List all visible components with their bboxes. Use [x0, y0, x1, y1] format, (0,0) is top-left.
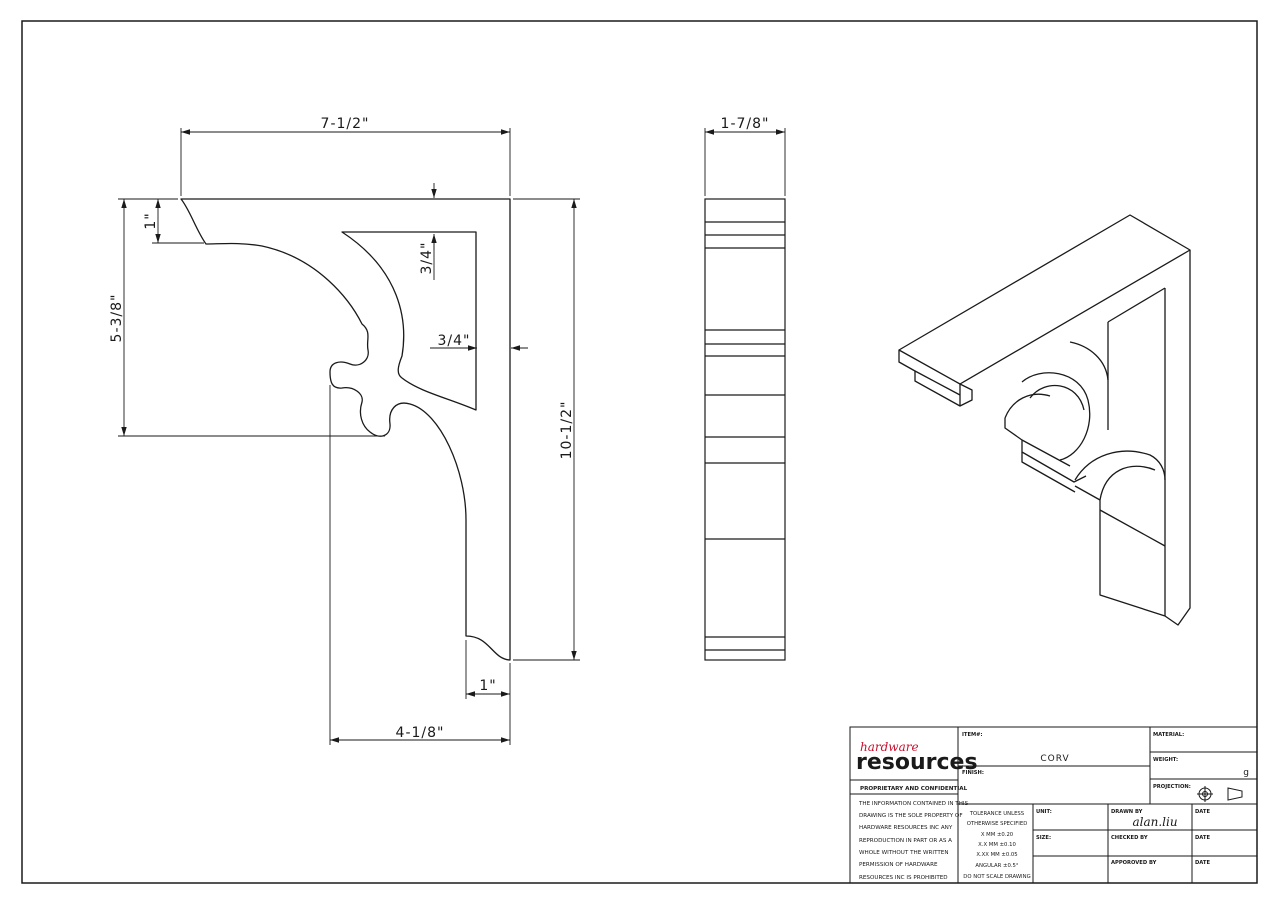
finish-label: FINISH:: [962, 770, 984, 776]
dim-bottom-width: 4-1/8": [396, 725, 445, 741]
isometric-view: [898, 214, 1191, 626]
dim-top-offset: 1": [143, 212, 159, 229]
dim-frame-thickness-vertical: 3/4": [419, 242, 435, 275]
approved-by-label: APPOROVED BY: [1111, 860, 1157, 866]
tolerance-line: X.X MM ±0.10: [978, 842, 1016, 848]
proprietary-heading: PROPRIETARY AND CONFIDENTIAL: [860, 786, 968, 792]
logo-top-text: hardware: [860, 740, 919, 754]
dim-depth: 1-7/8": [721, 116, 770, 132]
side-view: [704, 198, 786, 661]
proprietary-line: RESOURCES INC IS PROHIBITED: [859, 875, 948, 881]
size-label: SIZE:: [1036, 835, 1051, 841]
tolerance-line: X.XX MM ±0.05: [976, 852, 1017, 858]
weight-value: g: [1243, 768, 1250, 778]
item-value: CORV: [1040, 754, 1069, 764]
dim-inner-height: 5-3/8": [109, 294, 125, 343]
proprietary-line: WHOLE WITHOUT THE WRITTEN: [859, 850, 949, 856]
front-view-outline: [180, 198, 511, 661]
dim-frame-thickness-horizontal: 3/4": [438, 333, 471, 349]
projection-symbol-icon: [1197, 786, 1243, 802]
tolerance-line: DO NOT SCALE DRAWING: [963, 874, 1030, 880]
proprietary-line: HARDWARE RESOURCES INC ANY: [859, 825, 953, 831]
date-label-approved: DATE: [1195, 860, 1210, 866]
proprietary-line: THE INFORMATION CONTAINED IN THIS: [858, 801, 969, 807]
dim-bottom-offset: 1": [479, 678, 496, 694]
proprietary-line: DRAWING IS THE SOLE PROPERTY OF: [859, 813, 963, 819]
side-view-dimension: [704, 128, 786, 196]
logo-main-text: resources: [856, 750, 978, 775]
proprietary-line: REPRODUCTION IN PART OR AS A: [859, 838, 952, 844]
drawn-by-label: DRAWN BY: [1111, 809, 1143, 815]
date-label-drawn: DATE: [1195, 809, 1210, 815]
date-label-checked: DATE: [1195, 835, 1210, 841]
tolerance-line: TOLERANCE UNLESS: [969, 811, 1025, 817]
sheet-border: [21, 20, 1258, 884]
tolerance-line: X MM ±0.20: [981, 832, 1014, 838]
unit-label: UNIT:: [1036, 809, 1052, 815]
item-label: ITEM#:: [962, 732, 983, 738]
tolerance-line: OTHERWISE SPECIFIED: [967, 821, 1028, 827]
material-label: MATERIAL:: [1153, 732, 1184, 738]
front-view-dimensions: [118, 128, 580, 745]
proprietary-line: PERMISSION OF HARDWARE: [859, 862, 938, 868]
title-block: [849, 726, 1258, 884]
front-view-inner-frame: [341, 231, 477, 411]
side-view-outline: [704, 198, 786, 661]
front-view: [180, 198, 511, 661]
checked-by-label: CHECKED BY: [1111, 835, 1148, 841]
dim-total-height: 10-1/2": [559, 401, 575, 460]
drawn-by-signature: alan.liu: [1132, 815, 1177, 829]
tolerance-line: ANGULAR ±0.5°: [975, 863, 1018, 869]
weight-label: WEIGHT:: [1153, 757, 1178, 763]
projection-label: PROJECTION:: [1153, 784, 1191, 790]
dim-top-width: 7-1/2": [321, 116, 370, 132]
